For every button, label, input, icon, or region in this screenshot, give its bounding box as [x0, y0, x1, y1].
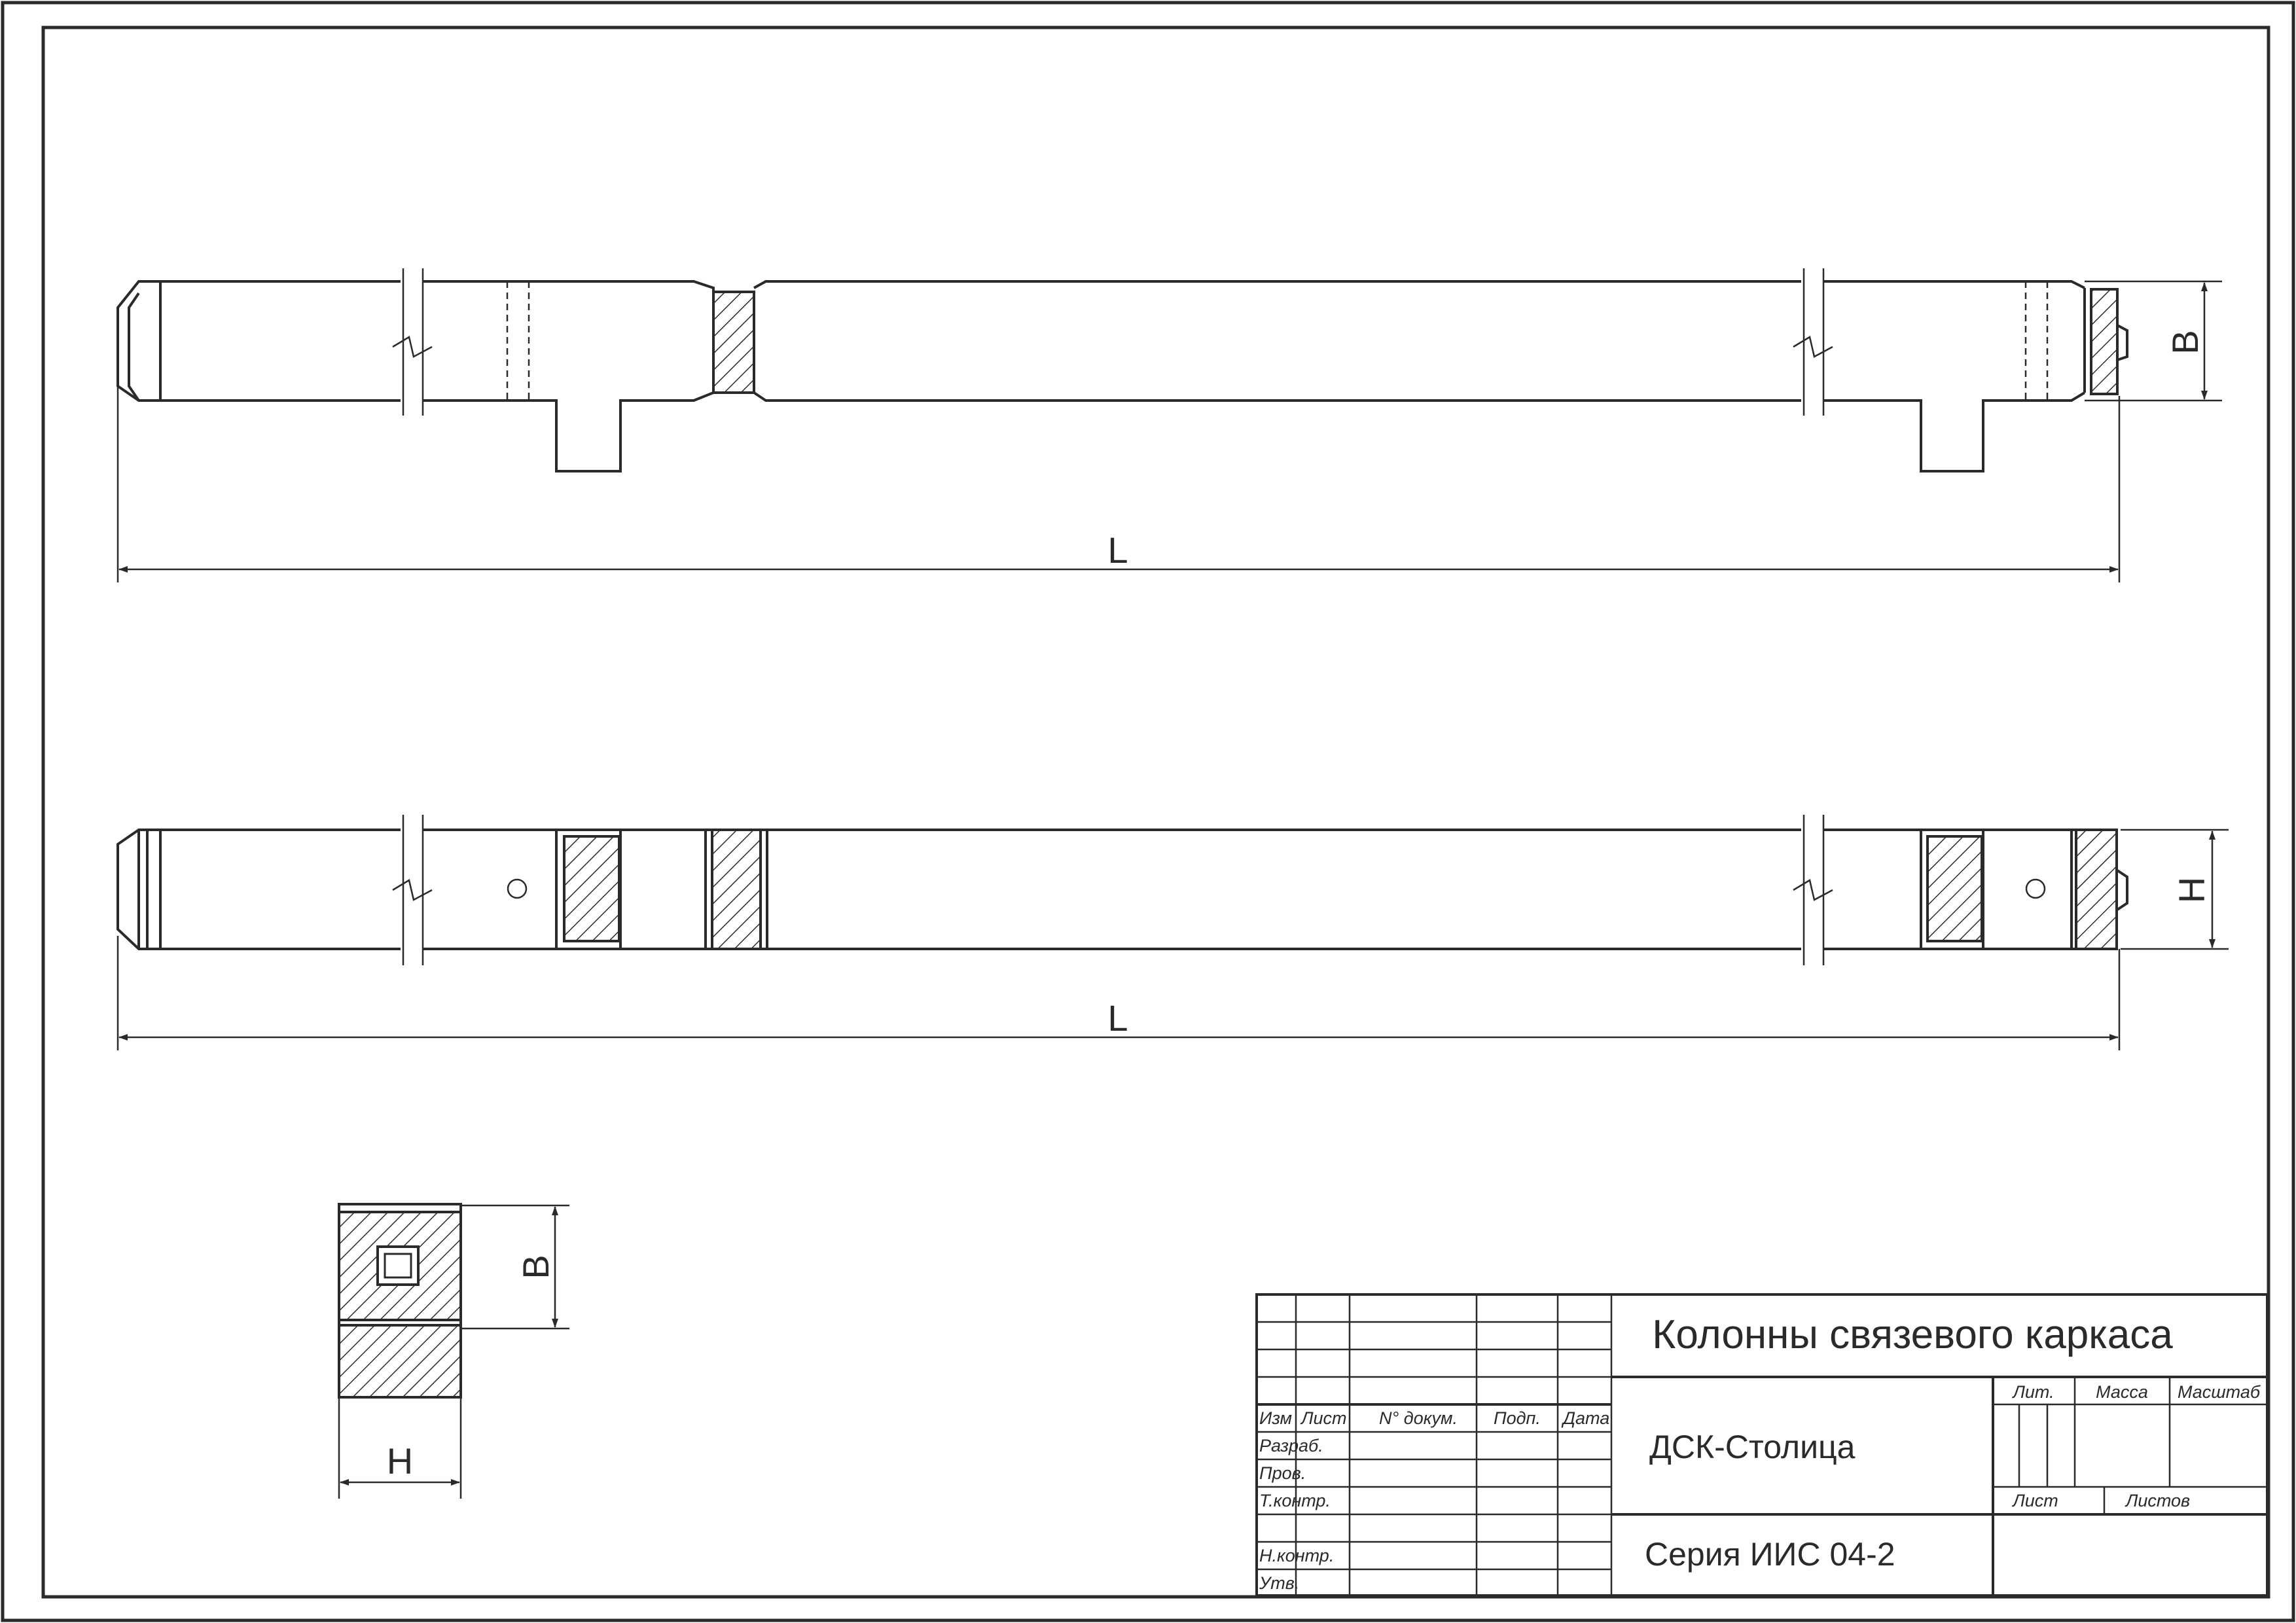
header-n-dokum: N° докум.	[1379, 1408, 1458, 1428]
corbel-hatched-left	[563, 835, 620, 942]
dimension-b-label-top: B	[2164, 330, 2206, 354]
label-list: Лист	[2011, 1491, 2058, 1510]
title-block-frame	[1255, 1293, 2269, 1597]
dimension-l-label-front: L	[1107, 997, 1128, 1039]
drawing-frame	[41, 26, 2270, 1599]
hidden-lines-right	[2024, 281, 2049, 401]
body-left-segment-front	[160, 829, 401, 950]
body-middle-segment	[753, 280, 1801, 402]
dimension-h-label-front: H	[2171, 877, 2212, 903]
break-lines-left-front	[402, 815, 424, 965]
section-core-inner	[384, 1253, 412, 1279]
title-block: Колонны связевого каркаса ДСК-Столица Се…	[1255, 1293, 2269, 1597]
label-listov: Листов	[2125, 1491, 2190, 1510]
label-lit: Лит.	[2011, 1382, 2054, 1402]
break-lines-right	[1803, 268, 1825, 416]
cross-section: B H	[338, 1203, 569, 1499]
dimension-h-label-section: H	[387, 1440, 413, 1482]
role-nkontr: Н.контр.	[1259, 1546, 1334, 1565]
header-list: Лист	[1300, 1408, 1347, 1428]
corbel-right	[1823, 280, 2086, 473]
body-middle-segment-front	[423, 829, 1801, 950]
left-end-cap	[117, 280, 162, 402]
break-lines-right-front	[1803, 815, 1825, 965]
hidden-lines-left	[506, 281, 530, 401]
end-plate-hatched-front	[2075, 829, 2118, 950]
mounting-hole-right	[2025, 878, 2046, 899]
joint-hatched-top	[712, 291, 755, 394]
joint-hatched-front	[711, 829, 762, 950]
break-lines-left	[402, 268, 424, 416]
body-left-segment	[160, 280, 401, 402]
header-podp: Подп.	[1494, 1408, 1541, 1428]
role-tkontr: Т.контр.	[1259, 1491, 1331, 1510]
corbel-left	[423, 280, 715, 473]
header-data: Дата	[1561, 1408, 1609, 1428]
column-front-view: H L	[117, 815, 2229, 1050]
section-lower-hatched	[338, 1324, 462, 1399]
corbel-hatched-right	[1926, 835, 1983, 942]
series-name: Серия ИИС 04-2	[1645, 1536, 1895, 1573]
dimension-b-label-section: B	[515, 1255, 556, 1279]
section-upper-hatched	[338, 1211, 462, 1321]
role-razrab: Разраб.	[1259, 1436, 1323, 1455]
header-izm: Изм	[1259, 1408, 1292, 1428]
label-massa: Масса	[2096, 1382, 2148, 1402]
mounting-hole-left	[507, 878, 528, 899]
drawing-title: Колонны связевого каркаса	[1652, 1312, 2173, 1357]
role-utv: Утв.	[1259, 1573, 1299, 1593]
column-top-view: B L	[117, 268, 2222, 582]
role-prov: Пров.	[1259, 1463, 1306, 1483]
dimension-l-label-top: L	[1107, 529, 1128, 571]
label-masshtab: Масштаб	[2178, 1382, 2261, 1402]
organization-name: ДСК-Столица	[1649, 1429, 1856, 1465]
end-plate-hatched-top	[2090, 288, 2119, 395]
